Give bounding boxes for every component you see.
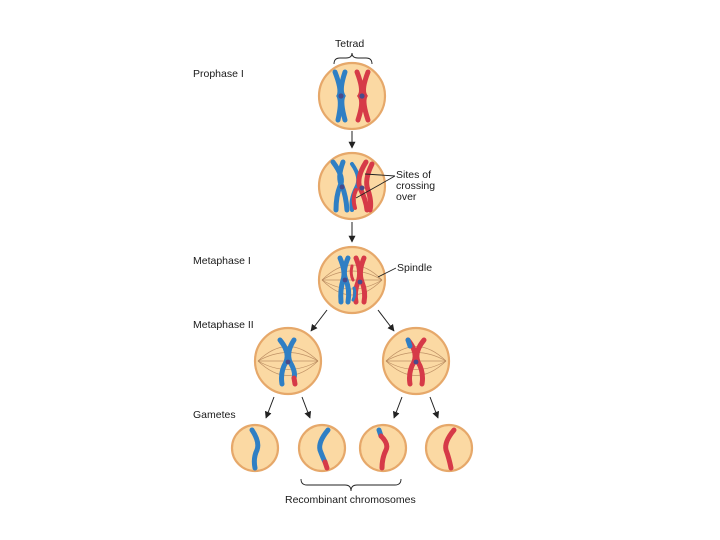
tetrad-bracket <box>333 52 373 65</box>
crossing-leader-1 <box>364 173 396 177</box>
cell-prophase <box>317 61 387 131</box>
gamete-4 <box>424 423 474 473</box>
stage-label-prophase: Prophase I <box>193 68 244 80</box>
gamete-1 <box>230 423 280 473</box>
stage-label-metaphase-1: Metaphase I <box>193 255 251 267</box>
cell-metaphase-1 <box>317 245 387 315</box>
cell-metaphase-2-right <box>381 326 451 396</box>
arrow-to-metaphase2-right <box>377 309 395 332</box>
arrow-to-gamete-2 <box>301 396 312 419</box>
crossed-chromosomes <box>330 159 375 213</box>
metaphase-2-left-chromosome <box>277 337 298 387</box>
metaphase-2-right-chromosome <box>405 337 427 387</box>
recombinant-brace <box>300 478 402 492</box>
crossing-label-line3: over <box>396 191 417 203</box>
arrow-to-gamete-4 <box>429 396 440 419</box>
metaphase-1-chromosomes <box>337 255 368 305</box>
tetrad-chromosomes <box>332 69 371 123</box>
stage-label-metaphase-2: Metaphase II <box>193 319 254 331</box>
crossing-label-line2: crossing <box>396 180 435 192</box>
gamete-3 <box>358 423 408 473</box>
arrow-to-metaphase2-left <box>310 309 328 332</box>
tetrad-label: Tetrad <box>335 38 364 50</box>
crossing-leader-2 <box>355 175 396 199</box>
cell-metaphase-2-left <box>253 326 323 396</box>
spindle-leader <box>377 267 397 278</box>
recombinant-label: Recombinant chromosomes <box>285 494 416 506</box>
spindle-fibers-2-right <box>385 346 447 376</box>
cell-crossing-over <box>317 151 387 221</box>
arrow-to-gamete-1 <box>264 396 275 419</box>
crossing-label-line1: Sites of <box>396 169 431 181</box>
spindle-label: Spindle <box>397 262 432 274</box>
stage-label-gametes: Gametes <box>193 409 236 421</box>
arrow-to-gamete-3 <box>392 396 403 419</box>
gamete-2 <box>297 423 347 473</box>
